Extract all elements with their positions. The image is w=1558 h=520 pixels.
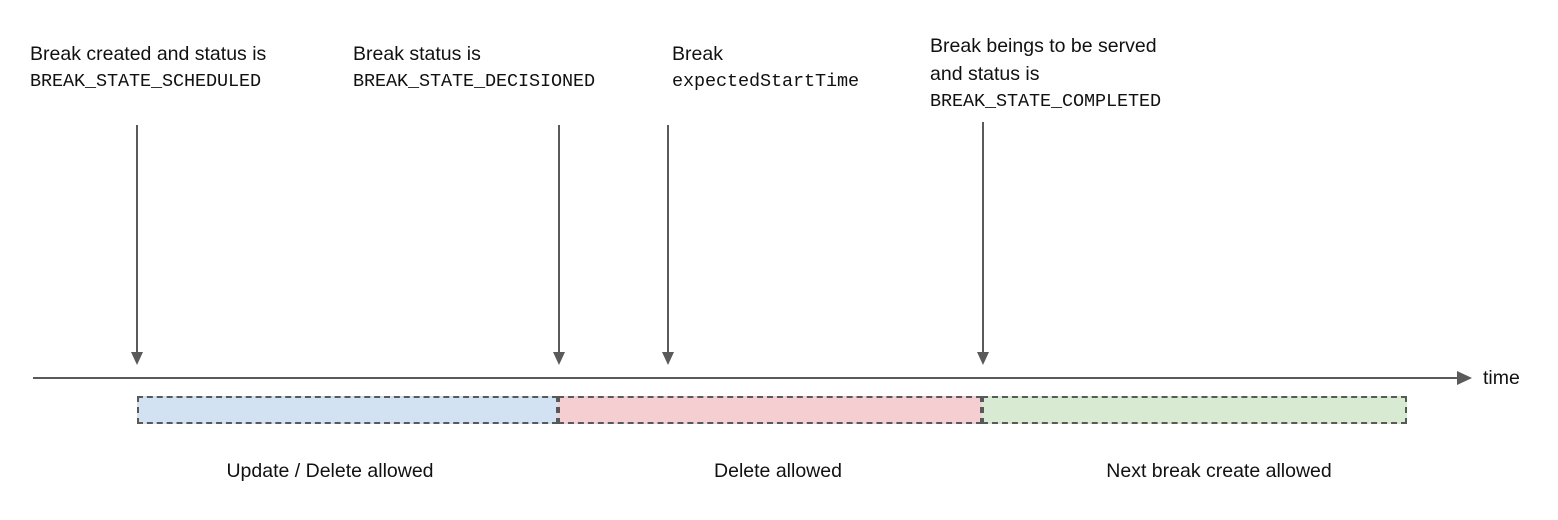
arrow-shaft (982, 122, 984, 353)
annotation-scheduled-code: BREAK_STATE_SCHEDULED (30, 71, 262, 92)
phase-bar-delete-only (558, 396, 982, 424)
axis-line (33, 377, 1458, 379)
annotation-scheduled-line-1: Break created and status is (30, 43, 267, 65)
annotation-decisioned-line-1: Break status is (353, 43, 481, 65)
annotation-decisioned-code: BREAK_STATE_DECISIONED (353, 71, 596, 92)
arrow-head (553, 352, 565, 365)
annotation-completed-line-2: and status is (930, 63, 1040, 85)
arrow-down-icon-scheduled (129, 125, 145, 365)
arrow-down-icon-decisioned (551, 125, 567, 365)
annotation-completed-code: BREAK_STATE_COMPLETED (930, 91, 1162, 112)
annotation-completed-line-1: Break beings to be served (930, 35, 1157, 57)
annotation-expected-start: Break expectedStartTime (672, 40, 859, 96)
arrow-right-icon (1457, 371, 1472, 385)
arrow-shaft (136, 125, 138, 353)
arrow-down-icon-completed (975, 122, 991, 365)
annotation-decisioned: Break status is BREAK_STATE_DECISIONED (353, 40, 595, 96)
annotation-scheduled: Break created and status is BREAK_STATE_… (30, 40, 266, 96)
phase-caption-next-break: Next break create allowed (1106, 460, 1332, 482)
annotation-expected-start-code: expectedStartTime (672, 71, 860, 92)
time-axis-label: time (1483, 367, 1520, 389)
arrow-head (662, 352, 674, 365)
phase-bar-next-break (982, 396, 1407, 424)
annotation-completed: Break beings to be served and status is … (930, 32, 1161, 116)
phase-bar-update-delete (137, 396, 558, 424)
arrow-head (131, 352, 143, 365)
arrow-head (977, 352, 989, 365)
phase-caption-delete-only: Delete allowed (714, 460, 842, 482)
arrow-down-icon-expected-start (660, 125, 676, 365)
arrow-shaft (558, 125, 560, 353)
time-axis (33, 371, 1472, 385)
annotation-expected-start-line-1: Break (672, 43, 723, 65)
arrow-shaft (667, 125, 669, 353)
phase-caption-update-delete: Update / Delete allowed (226, 460, 434, 482)
